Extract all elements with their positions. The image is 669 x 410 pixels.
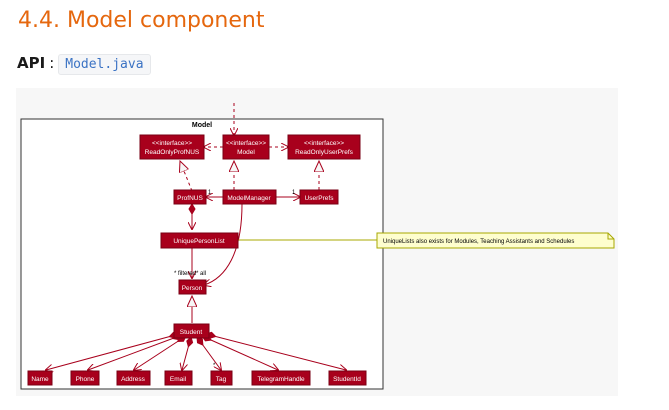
- model-stereotype: <<interface>>: [226, 140, 266, 147]
- phone-box: [70, 370, 100, 386]
- api-line: API:Model.java: [17, 54, 151, 75]
- telegramhandle-box: [251, 370, 311, 386]
- person-box: [178, 279, 207, 295]
- readonlyprofnus-stereotype: <<interface>>: [152, 140, 192, 147]
- phone-label: Phone: [76, 376, 95, 383]
- readonlyuserprefs-stereotype: <<interface>>: [304, 140, 344, 147]
- student-box: [173, 323, 210, 339]
- model-class-diagram: Model <<interfa: [16, 88, 618, 396]
- tag-box: [210, 370, 233, 386]
- modelmanager-box: [222, 189, 277, 205]
- modelmanager-filtered-to-person: [204, 203, 243, 285]
- api-colon: :: [49, 54, 55, 72]
- modelmanager-label: ModelManager: [227, 195, 271, 202]
- person-label: Person: [182, 285, 203, 292]
- diagram-svg: Model <<interfa: [20, 103, 615, 390]
- api-label: API: [17, 54, 46, 72]
- tag-label: Tag: [216, 376, 227, 383]
- email-label: Email: [170, 376, 187, 383]
- name-box: [27, 370, 53, 386]
- student-to-address: [134, 336, 186, 370]
- telegramhandle-label: TelegramHandle: [257, 376, 305, 383]
- readonlyuserprefs-box: [287, 134, 361, 160]
- address-label: Address: [121, 376, 146, 383]
- userprefs-label: UserPrefs: [305, 195, 335, 202]
- tag-multiplicity: *: [213, 363, 216, 369]
- package-title: Model: [192, 122, 212, 129]
- profnus-realization: [180, 161, 193, 192]
- student-to-email: [182, 337, 191, 370]
- filtered-multiplicity: * filtered: [174, 271, 196, 277]
- name-label: Name: [31, 376, 49, 383]
- note-text: UniqueLists also exists for Modules, Tea…: [383, 239, 574, 245]
- model-java-link[interactable]: Model.java: [58, 54, 151, 75]
- model-label: Model: [237, 149, 255, 156]
- userprefs-multiplicity: 1: [292, 190, 296, 196]
- note-box: [376, 232, 615, 249]
- readonlyprofnus-label: ReadOnlyProfNUS: [145, 149, 200, 156]
- userprefs-box: [299, 189, 339, 205]
- studentid-label: StudentId: [333, 376, 361, 383]
- student-label: Student: [180, 329, 203, 336]
- model-interface-box: [222, 134, 270, 160]
- readonlyuserprefs-label: ReadOnlyUserPrefs: [295, 149, 354, 156]
- readonlyprofnus-box: [139, 134, 205, 160]
- uniquepersonlist-box: [160, 232, 239, 249]
- student-to-studentid: [206, 334, 346, 370]
- section-heading: 4.4. Model component: [18, 8, 265, 33]
- all-multiplicity: * all: [196, 271, 206, 277]
- studentid-box: [328, 370, 367, 386]
- email-box: [164, 370, 193, 386]
- profnus-multiplicity: 1: [208, 190, 212, 196]
- address-box: [116, 370, 151, 386]
- profnus-label: ProfNUS: [177, 195, 203, 202]
- note-fold: [607, 233, 614, 240]
- uniquepersonlist-label: UniquePersonList: [173, 238, 225, 245]
- profnus-box: [173, 189, 207, 205]
